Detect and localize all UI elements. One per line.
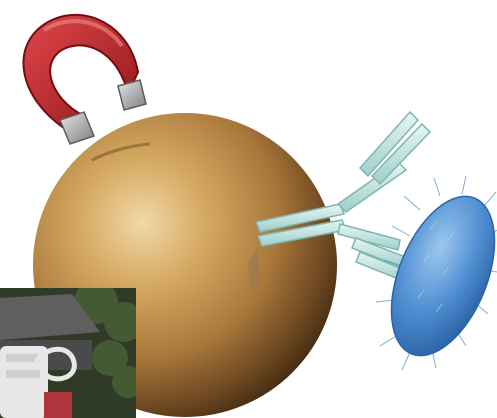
inset-photo-thumbnail [0, 288, 136, 418]
red-accent [44, 392, 72, 418]
magnet-pole-right [118, 80, 146, 110]
